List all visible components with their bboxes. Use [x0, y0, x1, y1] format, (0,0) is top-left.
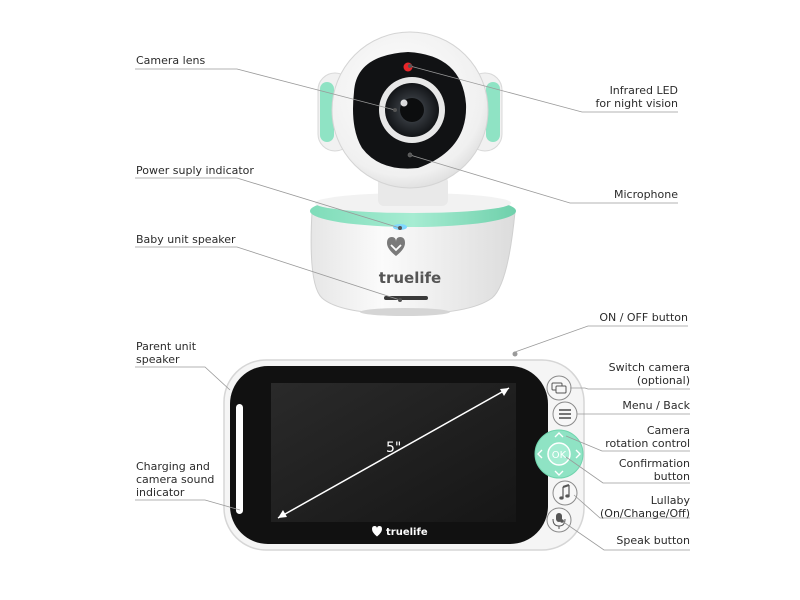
on-off-button[interactable]	[512, 351, 518, 357]
leader-lines	[135, 65, 690, 551]
label-power-indicator: Power suply indicator	[136, 164, 254, 177]
lullaby-button[interactable]	[552, 480, 578, 506]
label-parent-speaker: Parent unit speaker	[136, 340, 197, 366]
label-infrared-led: Infrared LED for night vision	[595, 84, 678, 110]
label-menu-back: Menu / Back	[622, 399, 690, 412]
menu-icon	[559, 409, 571, 419]
camera-lens-glint	[400, 99, 408, 107]
label-switch-camera: Switch camera (optional)	[608, 361, 690, 387]
leader-switch-camera	[570, 387, 690, 390]
leader-camera-lens	[135, 68, 396, 111]
camera-brand-text: truelife	[379, 269, 441, 287]
leader-lullaby	[573, 494, 690, 519]
camera-base-foot	[360, 308, 450, 316]
leader-speak	[561, 520, 690, 551]
baby-unit-speaker-slot	[384, 296, 428, 300]
leader-on-off	[514, 325, 688, 353]
parent-monitor-unit: 5" truelife	[223, 351, 585, 551]
music-note-icon	[559, 484, 570, 500]
label-camera-lens: Camera lens	[136, 54, 206, 67]
label-speak: Speak button	[616, 534, 690, 547]
label-camera-rotation: Camera rotation control	[605, 424, 690, 450]
baby-camera-unit: truelife	[310, 31, 516, 316]
screen-size-arrow	[277, 387, 510, 519]
leader-confirmation	[565, 456, 690, 484]
label-microphone: Microphone	[613, 188, 678, 201]
charging-indicator-strip	[236, 404, 243, 514]
truelife-heart-logo-icon	[387, 237, 405, 256]
leader-parent-speaker	[135, 366, 231, 391]
leader-baby-speaker	[135, 246, 401, 301]
label-confirmation: Confirmation button	[618, 457, 690, 483]
confirmation-ok-button[interactable]: OK	[547, 442, 571, 466]
label-on-off: ON / OFF button	[599, 311, 688, 324]
monitor-brand-logo-icon	[372, 526, 382, 537]
leader-power-indicator	[135, 177, 401, 229]
ok-label: OK	[552, 450, 567, 461]
screen-size-label: 5"	[386, 440, 401, 456]
leader-dots	[393, 64, 564, 523]
leader-infrared-led	[409, 65, 678, 113]
leader-charging	[135, 499, 241, 511]
arrows-dpad-icon	[537, 432, 581, 476]
leader-microphone	[409, 154, 678, 204]
leader-rotation	[565, 435, 690, 452]
switch-camera-button[interactable]	[546, 375, 572, 401]
label-lullaby: Lullaby (On/Change/Off)	[600, 494, 690, 520]
label-charging-indicator: Charging and camera sound indicator	[136, 460, 215, 499]
menu-back-button[interactable]	[552, 401, 578, 427]
monitor-brand-text: truelife	[386, 527, 428, 538]
switch-camera-icon	[551, 382, 567, 394]
label-baby-speaker: Baby unit speaker	[136, 233, 236, 246]
speak-button[interactable]	[546, 507, 572, 533]
